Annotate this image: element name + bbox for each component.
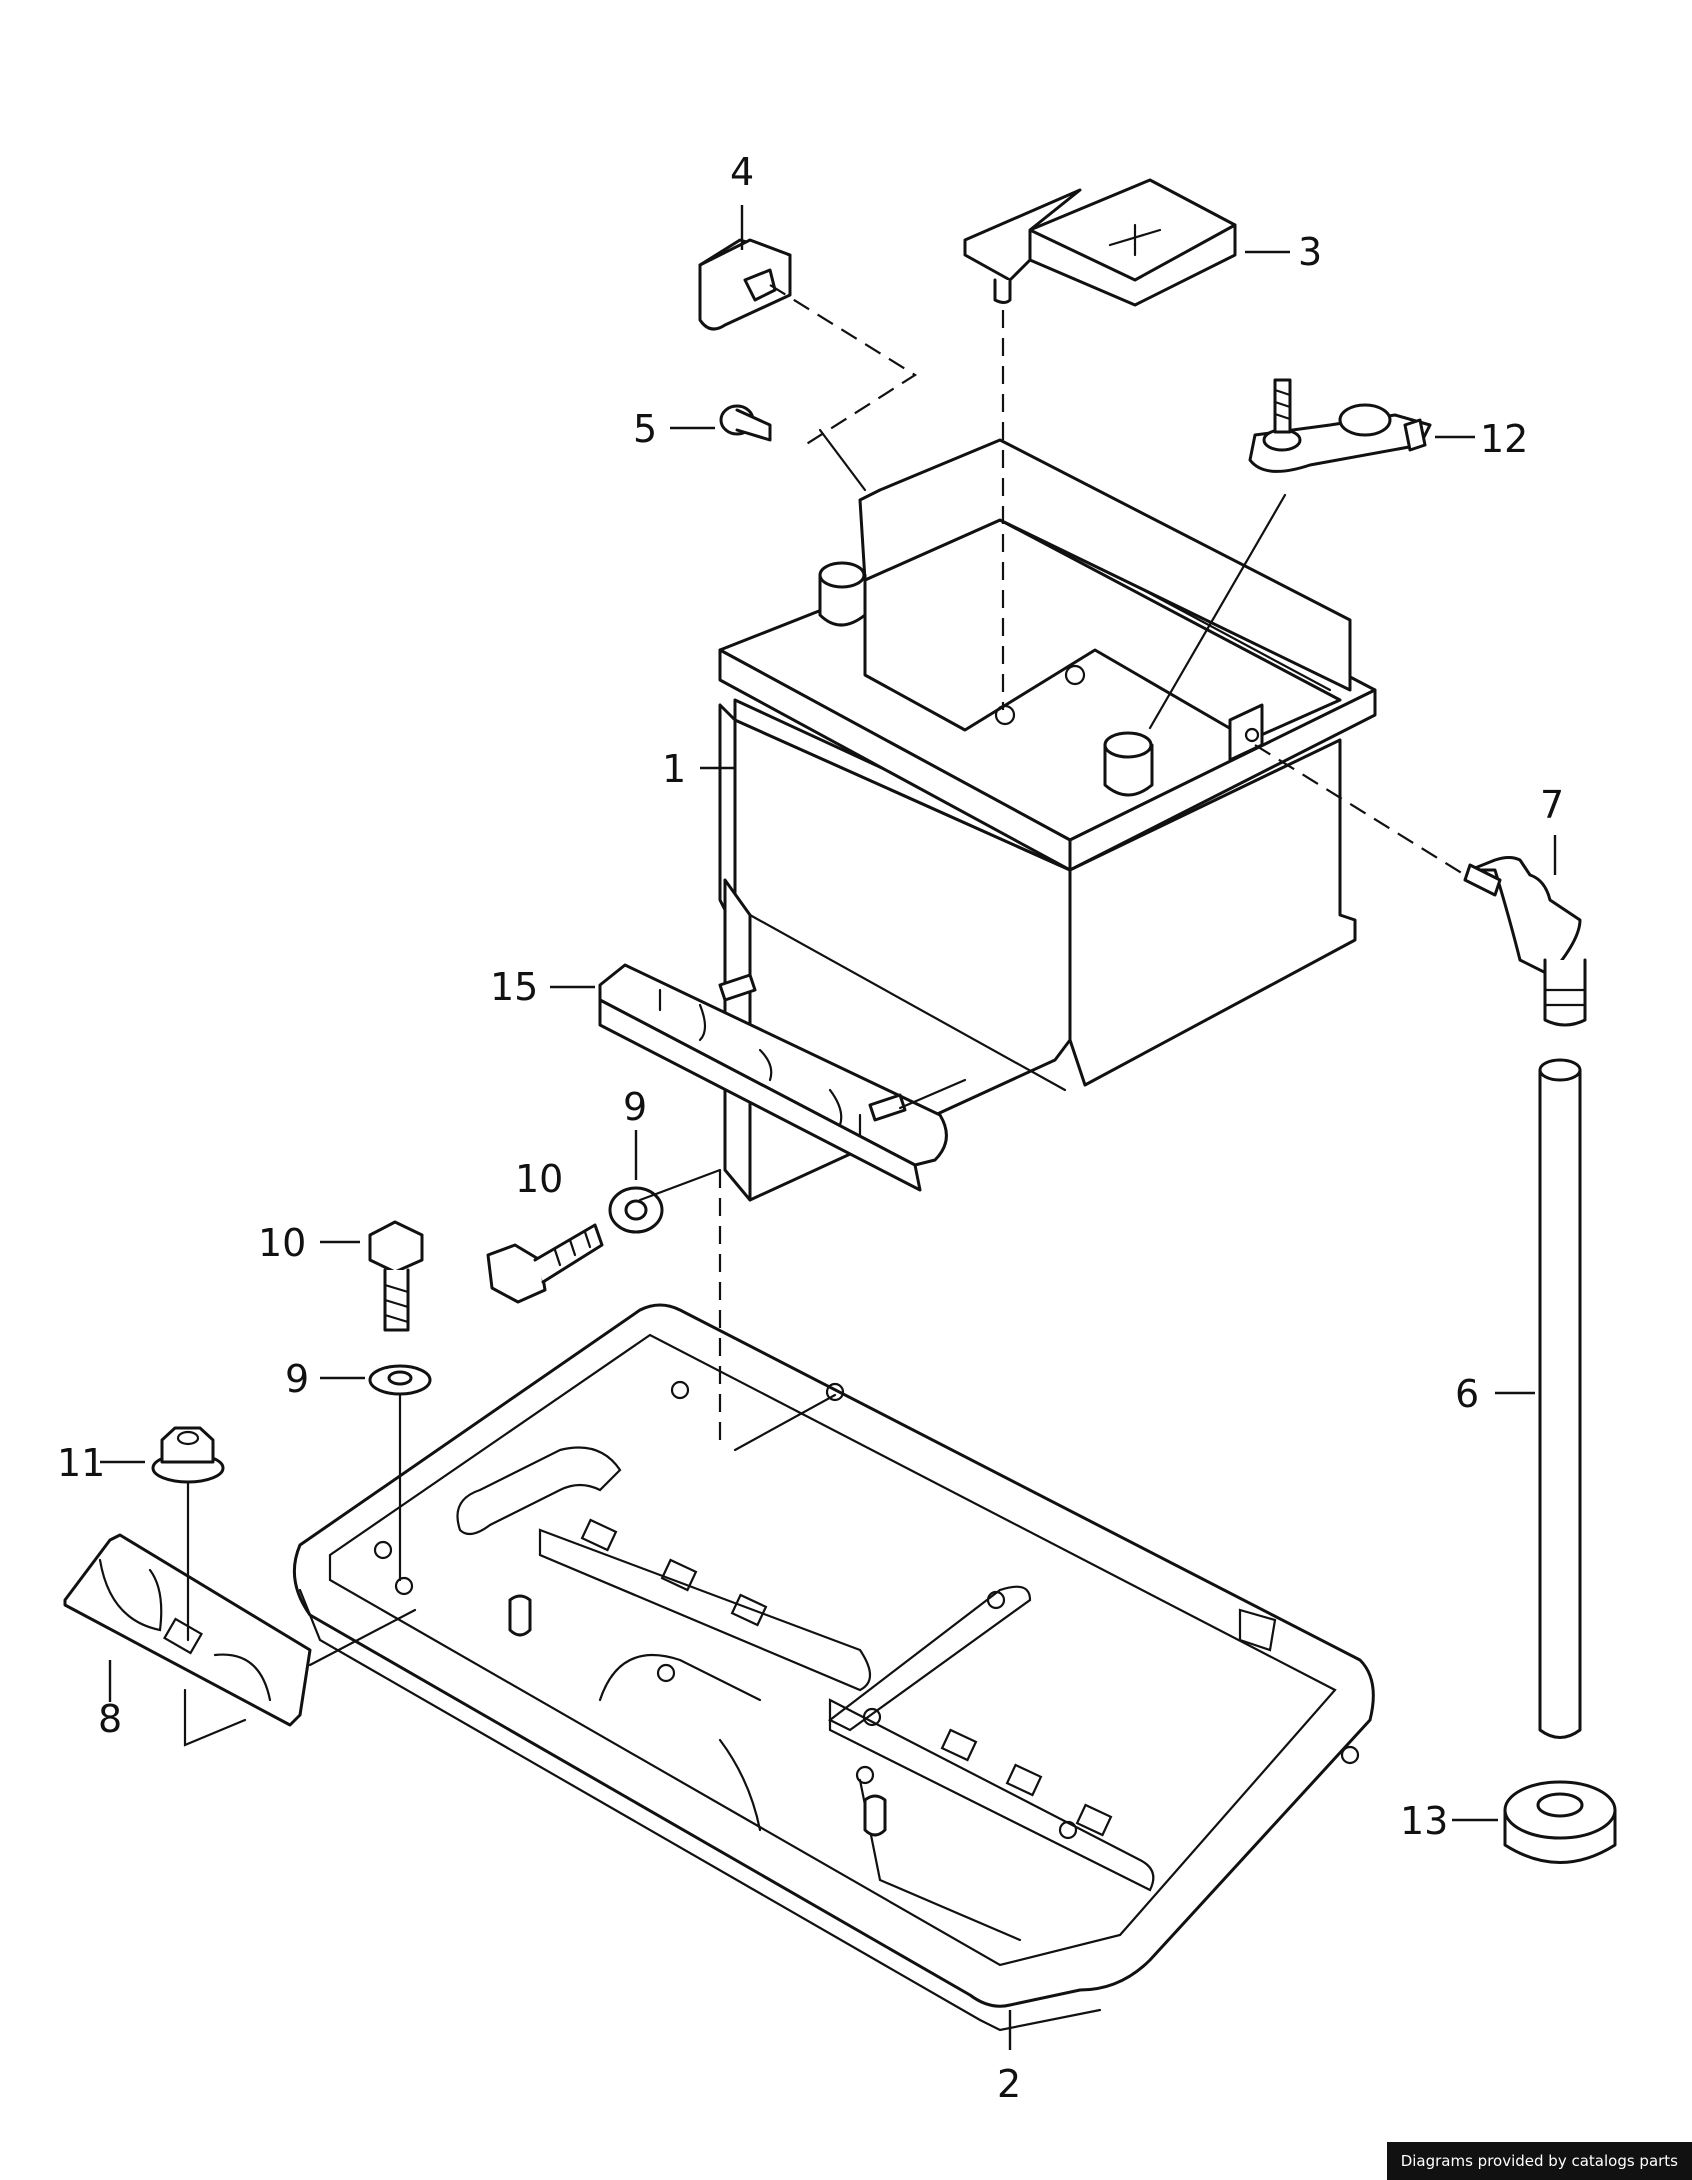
label-12: 12 [1480,417,1528,461]
part-11-nut[interactable] [151,1426,225,1484]
part-15-hold-down-clamp[interactable] [598,963,948,1192]
part-10-hex-bolt-vertical[interactable] [368,1220,424,1332]
label-10-vertical: 10 [258,1221,306,1265]
part-12-terminal-clamp[interactable] [1248,378,1432,473]
label-8: 8 [98,1697,122,1741]
label-9-lower: 9 [285,1357,309,1401]
part-5-screw[interactable] [719,404,772,442]
label-9-upper: 9 [623,1085,647,1129]
assembly-dash-lines [186,284,1466,1667]
plus-icon [1108,223,1162,257]
part-13-grommet[interactable] [1503,1780,1617,1864]
label-11: 11 [57,1441,105,1485]
label-10-angled: 10 [515,1157,563,1201]
label-7: 7 [1540,783,1564,827]
part-7-vent-elbow[interactable] [1463,856,1587,1027]
part-4-clip[interactable] [698,238,792,331]
part-10-hex-bolt-angled[interactable] [486,1223,604,1304]
label-15: 15 [490,965,538,1009]
label-5: 5 [633,407,657,451]
part-3-terminal-cover[interactable] [963,178,1237,307]
part-6-vent-hose[interactable] [1538,1058,1582,1739]
part-2-battery-tray[interactable] [292,1303,1375,2032]
label-4: 4 [730,150,754,194]
part-9-washer-upper[interactable] [608,1186,664,1234]
label-2: 2 [997,2062,1021,2106]
callout-labels: 4 3 5 12 1 7 15 9 10 10 9 6 11 8 13 2 [57,150,1564,2106]
part-9-washer-lower[interactable] [368,1364,432,1396]
label-3: 3 [1298,230,1322,274]
label-6: 6 [1455,1372,1479,1416]
leader-lines [100,205,1557,2050]
label-1: 1 [662,747,686,791]
credit-badge: Diagrams provided by catalogs parts [1386,2142,1692,2180]
label-13: 13 [1400,1799,1448,1843]
